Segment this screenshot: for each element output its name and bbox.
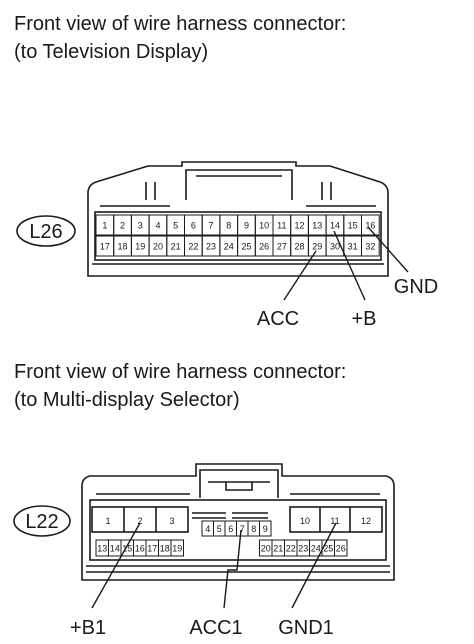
signal-b-plus: +B [351,308,376,330]
pin-number: 22 [188,242,198,252]
pin-number: 14 [330,221,340,231]
leader-gnd [367,226,409,273]
connector-l22-label: L22 [25,511,58,533]
pin-number: 10 [259,221,269,231]
pin-number: 1 [102,221,107,231]
pin-number: 28 [295,242,305,252]
signal-b1-plus: +B1 [70,617,106,639]
connector-l22-latch [199,469,279,498]
pin-number: 23 [206,242,216,252]
pin-number: 6 [228,524,233,534]
signal-acc1: ACC1 [189,617,242,639]
pin-number: 29 [312,242,322,252]
pin-number: 16 [135,544,145,554]
pin-number: 5 [217,524,222,534]
pin-number: 11 [277,221,286,231]
pin-number: 21 [273,544,283,554]
connector-l26-housing [87,161,389,277]
leader-acc [283,250,317,301]
pin-number: 18 [118,242,128,252]
pin-number: 24 [311,544,321,554]
caption-bottom-line1: Front view of wire harness connector: [14,361,347,383]
pin-number: 32 [365,242,375,252]
pin-number: 15 [348,221,358,231]
pin-number: 15 [122,544,132,554]
connector-l26-label: L26 [29,221,62,243]
signal-gnd: GND [394,276,438,298]
pin-number: 19 [172,544,182,554]
pin-number: 25 [323,544,333,554]
signal-acc: ACC [257,308,299,330]
pin-number: 9 [244,221,249,231]
pin-number: 3 [169,516,174,526]
pin-number: 17 [147,544,157,554]
leader-gnd1 [291,522,337,609]
pin-cavity [170,539,184,557]
pin-number: 3 [138,221,143,231]
pin-number: 30 [330,242,340,252]
pin-number: 19 [135,242,145,252]
leader-b-plus [333,230,366,301]
pin-number: 1 [105,516,110,526]
pin-number: 16 [365,221,375,231]
pin-number: 13 [97,544,107,554]
connector-l26-label-oval [16,215,76,247]
leader-b1-plus [91,522,141,609]
pin-number: 17 [100,242,110,252]
pin-number: 14 [110,544,120,554]
pin-number: 2 [120,221,125,231]
pin-number: 6 [191,221,196,231]
caption-top-line1: Front view of wire harness connector: [14,13,347,35]
pin-cavity [361,214,380,236]
pin-number: 31 [348,242,358,252]
pin-number: 20 [153,242,163,252]
pin-number: 8 [251,524,256,534]
pin-number: 18 [160,544,170,554]
pin-number: 25 [241,242,251,252]
pin-number: 24 [224,242,234,252]
pin-number: 10 [300,516,310,526]
caption-top-line2: (to Television Display) [14,41,209,63]
pin-number: 7 [240,524,245,534]
connector-l26 [87,161,389,277]
pin-number: 21 [171,242,181,252]
pin-number: 4 [155,221,160,231]
pin-number: 26 [259,242,269,252]
pin-number: 8 [226,221,231,231]
pin-number: 26 [336,544,346,554]
pin-number: 4 [205,524,210,534]
pin-number: 20 [261,544,271,554]
pin-cavity [334,539,348,557]
connector-l22-label-oval [13,505,71,537]
connector-l22-housing [81,463,395,581]
pin-number: 2 [137,516,142,526]
pin-number: 11 [330,516,339,526]
pin-number: 23 [298,544,308,554]
pin-number: 7 [209,221,214,231]
pin-number: 13 [312,221,322,231]
pin-number: 5 [173,221,178,231]
leader-acc1 [223,529,242,609]
pin-cavity [361,235,380,257]
pin-number: 27 [277,242,287,252]
caption-bottom-line2: (to Multi-display Selector) [14,389,240,411]
signal-gnd1: GND1 [278,617,334,639]
pin-number: 9 [263,524,268,534]
pin-number: 12 [361,516,371,526]
pin-cavity [259,520,272,537]
pin-number: 22 [286,544,296,554]
pin-number: 12 [295,221,305,231]
connector-l26-latch [185,169,293,200]
